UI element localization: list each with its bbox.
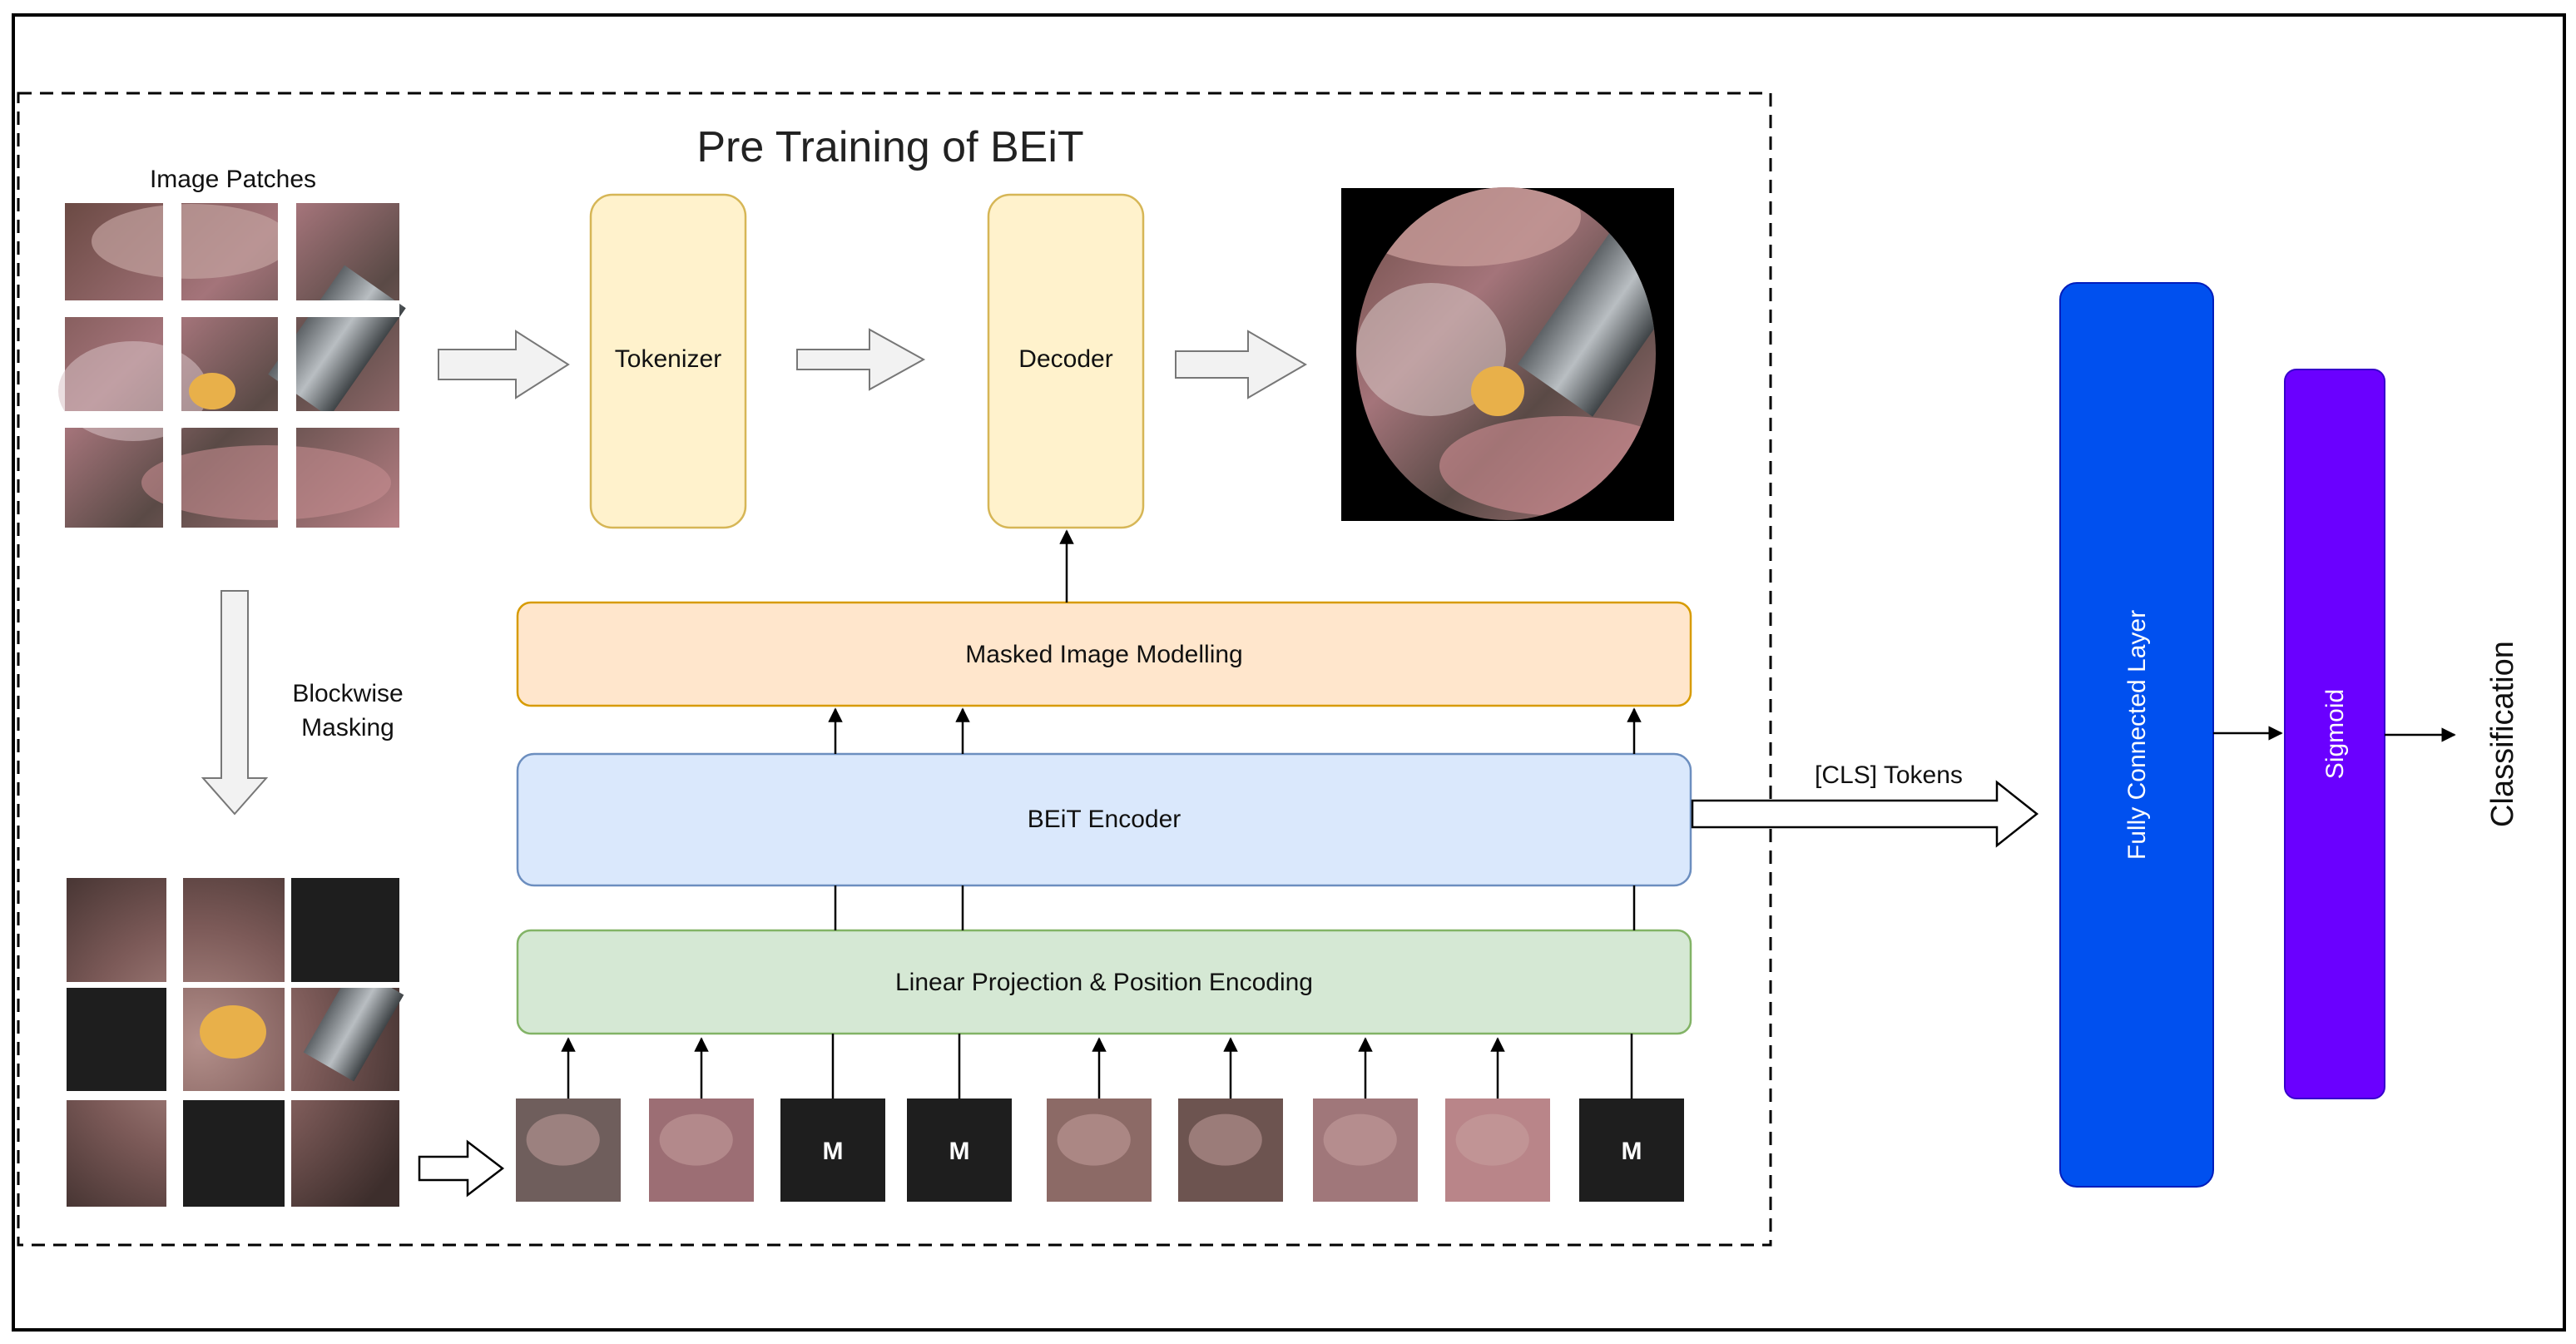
masked-patches-grid — [67, 878, 404, 1207]
mask-token-patch: M — [1579, 1099, 1684, 1202]
pretraining-region — [17, 92, 1772, 1247]
mask-token-patch: M — [780, 1099, 885, 1202]
fc-box — [2059, 282, 2214, 1188]
outer-frame — [12, 13, 2566, 1332]
blockwise-label-line2: Masking — [301, 714, 394, 741]
image-patch — [1047, 1099, 1152, 1202]
projection-box — [516, 929, 1692, 1035]
diagram-title: Pre Training of BEiT — [696, 123, 1083, 171]
encoder-label: BEiT Encoder — [1028, 806, 1181, 833]
sequence-arrow — [418, 1139, 505, 1198]
image-patch — [649, 1099, 754, 1202]
image-patch — [1178, 1099, 1283, 1202]
projection-to-encoder-lines — [834, 885, 1636, 930]
mask-token-label: M — [1622, 1138, 1642, 1165]
tokenizer-label: Tokenizer — [615, 345, 721, 373]
to-tokenizer-arrow — [438, 330, 570, 399]
image-patch — [1313, 1099, 1418, 1202]
image-patch — [516, 1099, 621, 1202]
mim-label: Masked Image Modelling — [965, 641, 1243, 668]
mim-box — [516, 601, 1692, 707]
decoder-box — [987, 193, 1145, 529]
fc-label: Fully Connected Layer — [2123, 610, 2151, 860]
masking-arrow — [201, 590, 269, 816]
mask-token-label: M — [823, 1138, 844, 1165]
classification-label: Classification — [2485, 641, 2520, 827]
tokenizer-box — [589, 193, 747, 529]
image-patches-grid — [58, 203, 406, 528]
cls-tokens-label: [CLS] Tokens — [1815, 761, 1963, 789]
image-patch — [1445, 1099, 1550, 1202]
to-reconstruction-arrow — [1175, 330, 1307, 399]
image-patches-label: Image Patches — [150, 166, 316, 193]
encoder-box — [516, 752, 1692, 887]
projection-label: Linear Projection & Position Encoding — [895, 969, 1313, 996]
mask-token-label: M — [949, 1138, 970, 1165]
reconstructed-image — [1341, 187, 1674, 521]
blockwise-label-line1: Blockwise — [292, 680, 403, 707]
decoder-label: Decoder — [1018, 345, 1112, 373]
encoder-to-mim-arrows — [828, 707, 1642, 754]
cls-tokens-arrow — [1691, 780, 2039, 848]
to-decoder-arrow — [796, 328, 926, 391]
sigmoid-label: Sigmoid — [2321, 689, 2349, 779]
mask-token-patch: M — [907, 1099, 1012, 1202]
